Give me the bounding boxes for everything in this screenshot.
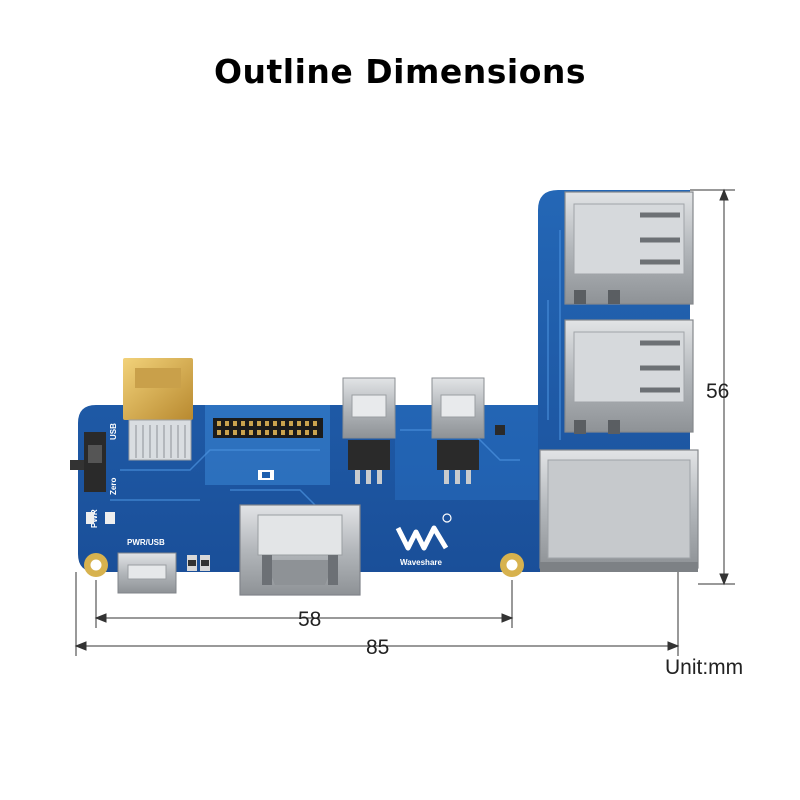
width-value: 85 [366,636,389,659]
usb-a-port-top [564,191,694,305]
width-dimension [74,572,680,656]
mini-hdmi-connector [123,358,193,461]
silk-pwr: PWR [90,509,99,528]
micro-usb-connector-2 [431,377,485,484]
height-dimension [690,188,735,586]
mounting-hole-right [500,553,524,577]
silk-usb: USB [109,423,118,440]
height-value: 56 [706,380,729,403]
ethernet-port [539,449,699,572]
model-label: Zero-to-Pi3-Adapter (A) [366,573,455,582]
unit-label: Unit:mm [665,656,744,679]
silk-pwr-usb: PWR/USB [127,538,165,547]
smd-components [86,425,505,571]
mounting-hole-left [84,553,108,577]
hdmi-connector [239,504,361,596]
hole-spacing-value: 58 [298,608,321,631]
diagram-title: Outline Dimensions [213,52,587,91]
hole-spacing-dimension [94,580,514,628]
waveshare-logo [395,513,452,551]
micro-usb-connector-1 [342,377,396,484]
gpio-header [213,418,323,438]
usb-a-port-bottom [564,319,694,434]
usb-zero-switch [70,432,106,492]
brand-label: Waveshare [400,558,443,567]
pwr-micro-usb-connector [117,552,177,594]
silk-zero: Zero [109,478,118,495]
